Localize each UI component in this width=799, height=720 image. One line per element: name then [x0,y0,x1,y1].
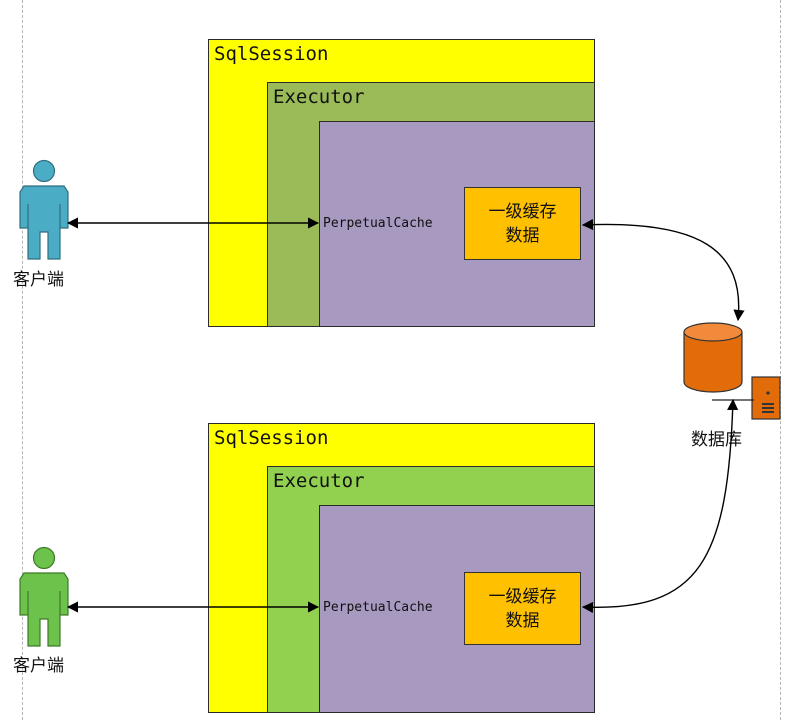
cache-data-box-2: 一级缓存 数据 [464,572,581,645]
cache-data-line-1b: 数据 [505,225,540,246]
right-guide-line [780,0,781,720]
cache-data-line-2a: 一级缓存 [488,586,557,607]
cache-data-line-2b: 数据 [505,610,540,631]
server-icon [751,376,781,420]
left-guide-line [22,0,23,720]
cache-db-arrow-1 [581,218,745,322]
user-icon [19,159,69,260]
database-cylinder-icon [683,322,743,393]
client-label-1: 客户端 [13,270,64,290]
perpetualcache-label-1: PerpetualCache [323,216,433,231]
executor-label-2: Executor [273,470,365,492]
perpetualcache-label-2: PerpetualCache [323,600,433,615]
executor-label-1: Executor [273,86,365,108]
cache-data-line-1a: 一级缓存 [488,201,557,222]
sqlsession-label-1: SqlSession [214,43,329,65]
cache-db-arrow-2 [581,398,739,614]
sqlsession-label-2: SqlSession [214,427,329,449]
cache-data-box-1: 一级缓存 数据 [464,187,581,260]
client-label-2: 客户端 [13,656,64,676]
